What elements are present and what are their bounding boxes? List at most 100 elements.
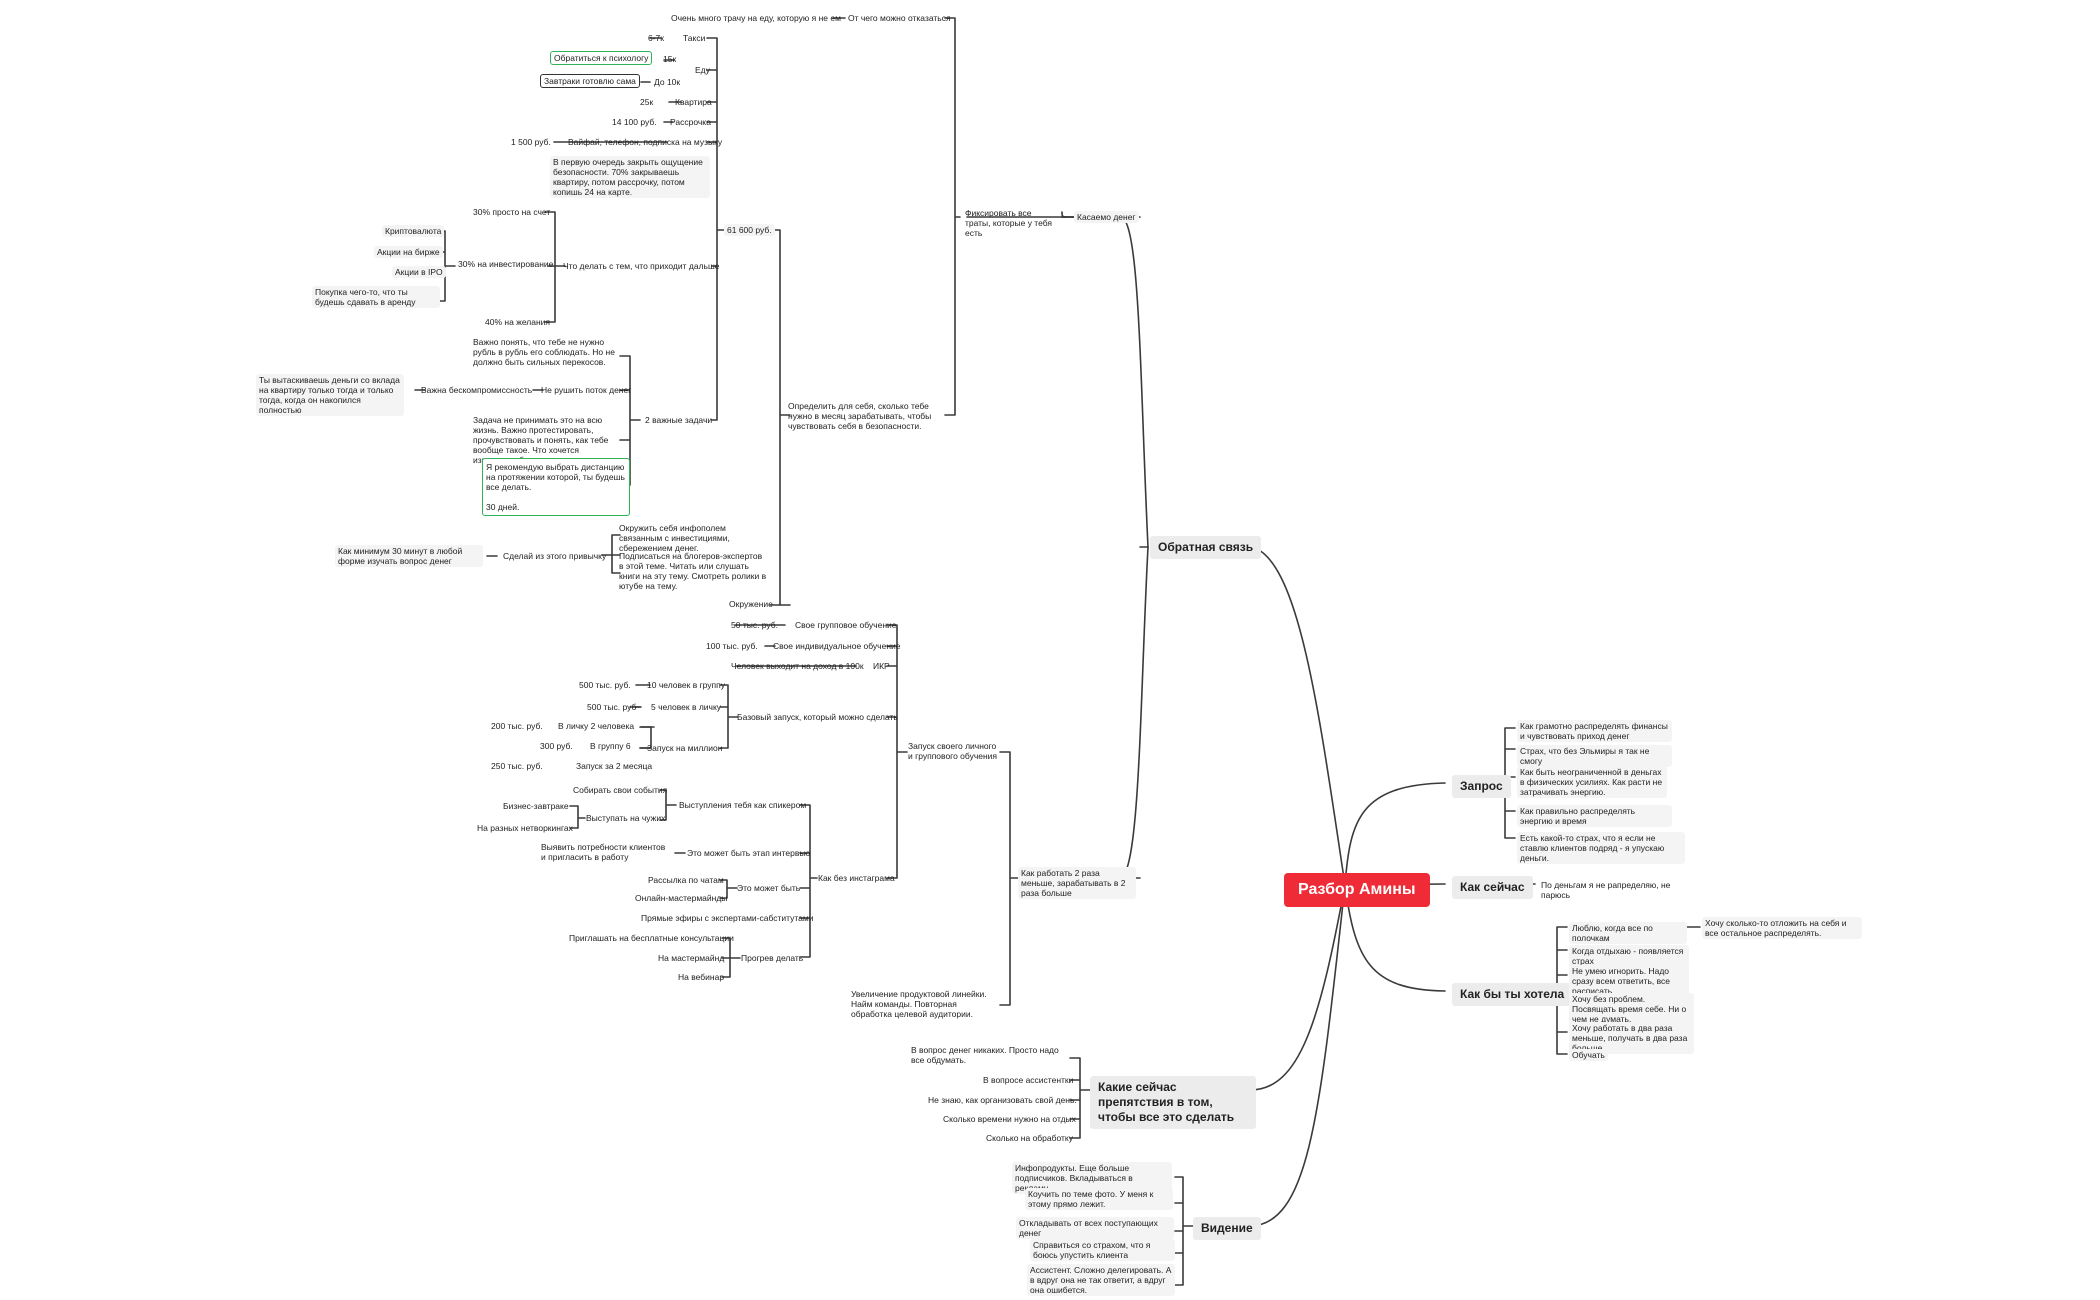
expense-rassrochka[interactable]: Рассрочка [670, 117, 711, 127]
kak-seychas-item[interactable]: По деньгам я не рапределяю, не парюсь [1541, 880, 1671, 900]
grp-obuchenie[interactable]: Свое групповое обучение [795, 620, 897, 630]
videnie-item[interactable]: Коучить по теме фото. У меня к этому пря… [1025, 1188, 1173, 1210]
value-wifi[interactable]: 1 500 руб. [511, 137, 551, 147]
ot-chego-item[interactable]: Очень много трачу на еду, которую я не е… [671, 13, 841, 23]
prepyatstvie-item[interactable]: Сколько на обработку [986, 1133, 1073, 1143]
value-kvartira[interactable]: 25к [640, 97, 654, 107]
kak-by-item[interactable]: Обучать [1569, 1049, 1608, 1061]
bazovy-zapusk[interactable]: Базовый запуск, который можно сделать [737, 712, 898, 722]
na-vebinar[interactable]: На вебинар [678, 972, 725, 982]
okruzhenie[interactable]: Окружение [729, 599, 773, 609]
zapros-item[interactable]: Как быть неограниченной в деньгах в физи… [1517, 766, 1667, 798]
bez-instagrama[interactable]: Как без инстаграма [818, 873, 895, 883]
bezopasnost-node[interactable]: В первую очередь закрыть ощущение безопа… [550, 156, 710, 198]
g10-value[interactable]: 500 тыс. руб. [579, 680, 631, 690]
invest-pokupka[interactable]: Покупка чего-то, что ты будешь сдавать в… [312, 286, 440, 308]
invest-ipo[interactable]: Акции в IPO [392, 266, 446, 278]
root-node[interactable]: Разбор Амины [1284, 873, 1430, 907]
kak-by-item[interactable]: Люблю, когда все по полочкам [1569, 922, 1687, 944]
sobrat-sobytiya[interactable]: Собирать свои события [573, 785, 668, 795]
prepyatstvie-item[interactable]: Не знаю, как организовать свой день. [928, 1095, 1077, 1105]
dve-zadachi[interactable]: 2 важные задачи [645, 415, 713, 425]
fix-trati[interactable]: Фиксировать все траты, которые у тебя ес… [965, 208, 1053, 238]
prepyatstvie-item[interactable]: Сколько времени нужно на отдых [943, 1114, 1076, 1124]
invest-crypto[interactable]: Криптовалюта [382, 225, 445, 237]
videnie-item[interactable]: Откладывать от всех поступающих денег [1016, 1217, 1174, 1239]
eto-mozhet-byt[interactable]: Это может быть [737, 883, 801, 893]
zapros-item[interactable]: Как правильно распределять энергию и вре… [1517, 805, 1672, 827]
kak-by-item[interactable]: Не умею игнорить. Надо сразу всем ответи… [1569, 965, 1689, 997]
beskompromissnost[interactable]: Важна бескомпромиссность [421, 385, 533, 395]
p40-zhelaniya[interactable]: 40% на желания [485, 317, 551, 327]
videnie-item[interactable]: Ассистент. Сложно делегировать. А в вдру… [1027, 1264, 1175, 1296]
biznes-zavtrak[interactable]: Бизнес-завтраке [503, 801, 569, 811]
branch-kak-seychas[interactable]: Как сейчас [1452, 876, 1533, 899]
l5-value[interactable]: 500 тыс. руб [587, 702, 637, 712]
breakfast-node[interactable]: Завтраки готовлю сама [540, 74, 640, 88]
invest-akcii[interactable]: Акции на бирже [374, 246, 443, 258]
kak-by-item[interactable]: Хочу работать в два раза меньше, получат… [1569, 1022, 1694, 1054]
branch-kak-by-ty-hotela[interactable]: Как бы ты хотела [1452, 983, 1573, 1006]
value-taxi[interactable]: 6-7к [648, 33, 665, 43]
ikr[interactable]: ИКР [873, 661, 890, 671]
vystup-chuzhih[interactable]: Выступать на чужих [586, 813, 666, 823]
konsultacii[interactable]: Приглашать на бесплатные консультации [569, 933, 734, 943]
kak-rabotat[interactable]: Как работать 2 раза меньше, зарабатывать… [1018, 867, 1136, 899]
grp-value[interactable]: 50 тыс. руб. [731, 620, 778, 630]
prepyatstvie-item[interactable]: В вопрос денег никаких. Просто надо все … [911, 1045, 1059, 1065]
progrev[interactable]: Прогрев делать [741, 953, 804, 963]
kasaemo-deneg[interactable]: Касаемо денег [1074, 211, 1139, 223]
prepyatstvie-item[interactable]: В вопросе ассистентки [983, 1075, 1074, 1085]
ne-rushit[interactable]: Не рушить поток денег [541, 385, 632, 395]
branch-prepyatstviya[interactable]: Какие сейчас препятствия в том, чтобы вс… [1090, 1076, 1256, 1129]
podpisatsya[interactable]: Подписаться на блогеров-экспертов в этой… [619, 551, 767, 591]
kak-by-item[interactable]: Хочу без проблем. Посвящать время себе. … [1569, 993, 1694, 1025]
uvelichenie-lineyki[interactable]: Увеличение продуктовой линейки. Найм ком… [851, 989, 987, 1019]
branch-obratnaya-svyaz[interactable]: Обратная связь [1150, 536, 1262, 559]
ot-chego-otkazatsya[interactable]: От чего можно отказаться [848, 13, 951, 23]
etap-intervyu[interactable]: Это может быть этап интервью [687, 848, 811, 858]
opredelit[interactable]: Определить для себя, сколько тебе нужно … [788, 401, 932, 431]
l2-value[interactable]: 200 тыс. руб. [491, 721, 543, 731]
g6-value[interactable]: 300 руб. [540, 741, 573, 751]
expense-edu[interactable]: Еду [695, 65, 710, 75]
na-mastermind[interactable]: На мастермайнд [658, 953, 725, 963]
p30-invest[interactable]: 30% на инвестирование [458, 259, 554, 269]
rassylka[interactable]: Рассылка по чатам [648, 875, 724, 885]
networking[interactable]: На разных нетворкингах [477, 823, 573, 833]
branch-zapros[interactable]: Запрос [1452, 775, 1511, 798]
l5[interactable]: 5 человек в личку [651, 702, 722, 712]
online-mastermind[interactable]: Онлайн-мастермайнды [635, 893, 728, 903]
value-edu-10[interactable]: До 10к [654, 77, 681, 87]
l2[interactable]: В личку 2 человека [558, 721, 635, 731]
g6[interactable]: В группу 6 [590, 741, 631, 751]
30-minut[interactable]: Как минимум 30 минут в любой форме изуча… [335, 545, 483, 567]
okruzhit-infopolem[interactable]: Окружить себя инфополем связанным с инве… [619, 523, 730, 553]
branch-videnie[interactable]: Видение [1193, 1217, 1261, 1240]
zapros-item[interactable]: Как грамотно распределять финансы и чувс… [1517, 720, 1672, 742]
p30-schet[interactable]: 30% просто на счет [473, 207, 551, 217]
ind-value[interactable]: 100 тыс. руб. [706, 641, 758, 651]
pryamye-efiry[interactable]: Прямые эфиры с экспертами-сабститутами [641, 913, 814, 923]
expense-kvartira[interactable]: Квартира [675, 97, 712, 107]
ind-obuchenie[interactable]: Свое индивидуальное обучение [773, 641, 901, 651]
expense-wifi[interactable]: Вайфай, телефон, подписка на музыку [568, 137, 723, 147]
vazhno-ponyat[interactable]: Важно понять, что тебе не нужно рубль в … [473, 337, 615, 367]
expense-taxi[interactable]: Такси [683, 33, 706, 43]
zapros-item[interactable]: Есть какой-то страх, что я если не ставл… [1517, 832, 1685, 864]
zapusk-million[interactable]: Запуск на миллион [647, 743, 723, 753]
videnie-item[interactable]: Справиться со страхом, что я боюсь упуст… [1030, 1239, 1175, 1261]
psychologist-node[interactable]: Обратиться к психологу [550, 51, 653, 65]
kak-by-item[interactable]: Когда отдыхаю - появляется страх [1569, 945, 1689, 967]
chto-delat[interactable]: Что делать с тем, что приходит дальше [563, 261, 720, 271]
zapros-item[interactable]: Страх, что без Эльмиры я так не смогу [1517, 745, 1672, 767]
value-rassrochka[interactable]: 14 100 руб. [612, 117, 657, 127]
sum-node[interactable]: 61 600 руб. [724, 224, 775, 236]
vyyavit-potrebnosti[interactable]: Выявить потребности клиентов и пригласит… [541, 842, 666, 862]
z2-value[interactable]: 250 тыс. руб. [491, 761, 543, 771]
kak-by-sub[interactable]: Хочу сколько-то отложить на себя и все о… [1702, 917, 1862, 939]
ikr-value[interactable]: Человек выходит на доход в 100к [731, 661, 864, 671]
g10[interactable]: 10 человек в группу [647, 680, 726, 690]
vytaskivaesh[interactable]: Ты вытаскиваешь деньги со вклада на квар… [256, 374, 404, 416]
zapusk-obucheniya[interactable]: Запуск своего личного и группового обуче… [908, 741, 998, 761]
